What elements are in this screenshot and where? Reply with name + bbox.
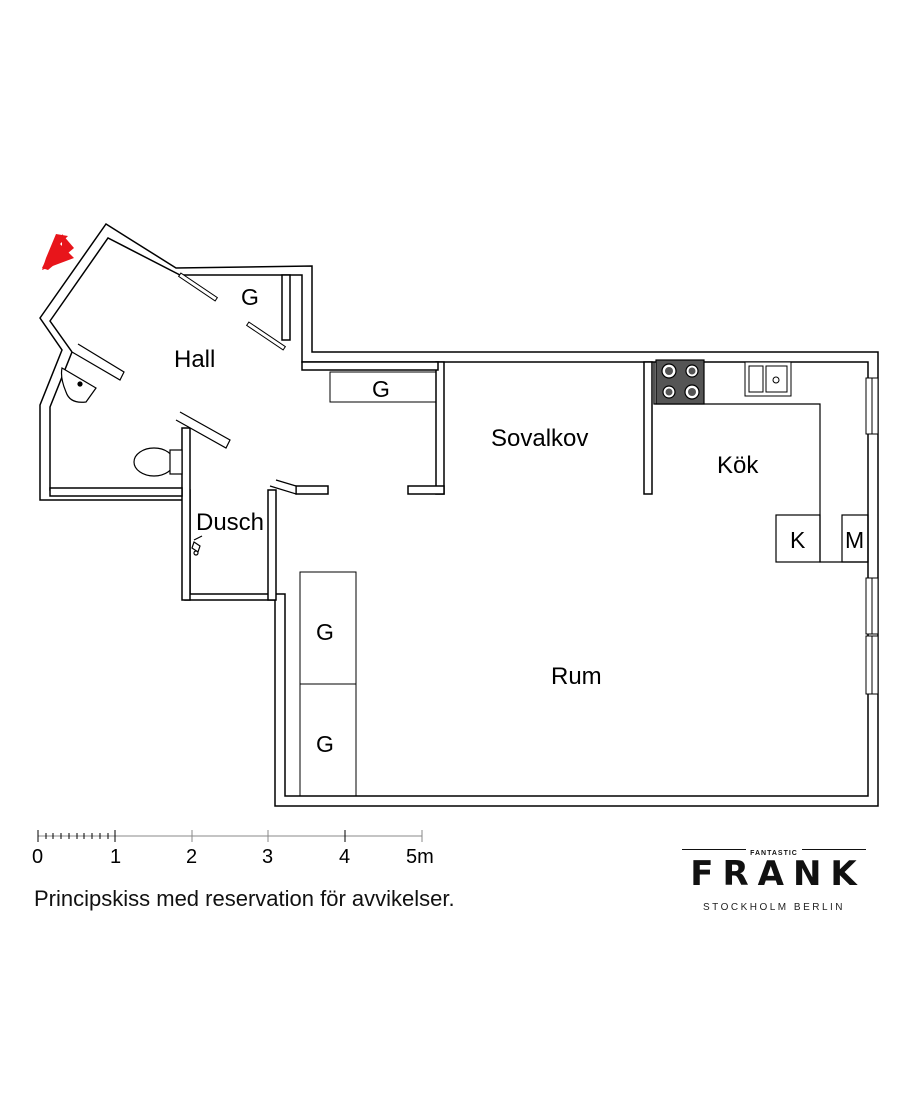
room-labels: Hall G G Sovalkov Kök Dusch Rum G G K M	[174, 284, 864, 757]
logo-fantastic: FANTASTIC	[750, 850, 798, 857]
scale-label-3: 3	[262, 846, 273, 868]
scale-label-2: 2	[186, 846, 197, 868]
logo-frank: FRANK	[690, 854, 866, 894]
stove-icon	[655, 359, 705, 405]
storage-corridor-box	[329, 371, 437, 403]
room-label-storage-rum-1: G	[316, 619, 334, 645]
wall-hall-stub	[301, 361, 439, 371]
sink-icon	[60, 367, 97, 403]
entry-arrow-icon	[42, 234, 74, 270]
doors	[177, 272, 287, 351]
scale-label-4: 4	[339, 846, 350, 868]
frank-logo: FANTASTIC FRANK STOCKHOLM BERLIN	[676, 842, 872, 913]
hall-walls	[39, 222, 879, 807]
wall-hall-storage	[281, 274, 291, 341]
logo-rule-left	[682, 849, 746, 850]
fridge-box	[775, 514, 821, 563]
room-label-hall: Hall	[174, 346, 215, 373]
microwave-box	[841, 514, 869, 563]
room-label-storage-rum-2: G	[316, 731, 334, 757]
disclaimer: Principskiss med reservation för avvikel…	[34, 886, 455, 911]
wall-rum-stub	[295, 485, 329, 495]
wall-corridor-bottom	[407, 485, 445, 495]
wall-dusch-left	[181, 427, 191, 601]
scale-label-5m: 5m	[406, 846, 434, 868]
scale-labels: 0 1 2 3 4 5m	[32, 846, 434, 868]
scale-label-1: 1	[110, 846, 121, 868]
toilet-icon	[133, 447, 183, 477]
storage-units	[299, 371, 437, 797]
storage-rum-box-2	[299, 683, 357, 797]
wall-dusch-right	[267, 489, 277, 601]
scale-bar	[37, 830, 423, 842]
door-hall-2	[245, 321, 287, 351]
logo-top: FANTASTIC	[676, 842, 872, 857]
room-label-fridge: K	[790, 527, 806, 553]
room-label-dusch: Dusch	[196, 509, 264, 536]
kitchen	[653, 359, 869, 563]
room-label-storage-corridor: G	[372, 376, 390, 402]
windows	[865, 377, 879, 695]
shower-icon	[191, 535, 203, 556]
room-label-storage-hall: G	[241, 284, 259, 310]
logo-rule-right	[802, 849, 866, 850]
scale-label-0: 0	[32, 846, 43, 868]
room-label-kok: Kök	[717, 452, 759, 479]
logo-cities: STOCKHOLM BERLIN	[702, 902, 846, 913]
walls	[39, 222, 879, 807]
bathroom-fixtures	[60, 367, 203, 556]
kitchen-sink-icon	[744, 361, 792, 397]
wall-toilet-top	[49, 487, 183, 497]
wall-sovalkov-kok	[643, 361, 653, 495]
door-hall-1	[177, 272, 219, 302]
wall-corridor-right	[435, 361, 445, 495]
room-label-microwave: M	[845, 527, 864, 553]
wall-fills	[71, 343, 297, 495]
room-label-sovalkov: Sovalkov	[491, 425, 588, 452]
room-label-rum: Rum	[551, 663, 602, 690]
